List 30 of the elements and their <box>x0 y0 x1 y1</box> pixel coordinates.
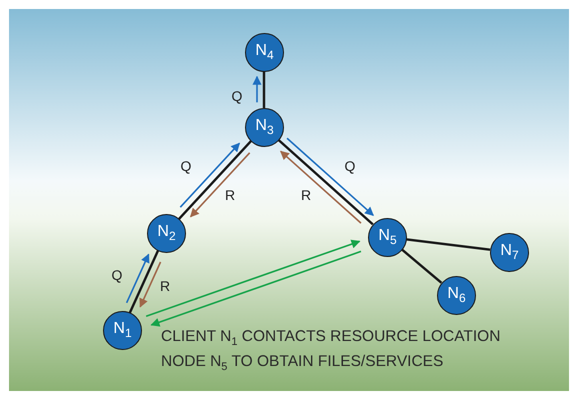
node-label: N$_{4}$ <box>255 43 274 62</box>
connector-line <box>128 250 160 314</box>
caption-text: CLIENT N$_{1}$ CONTACTS RESOURCE LOCATION NODE N$_{5}$ TO OBTAIN FILES/SERVICES <box>161 327 502 376</box>
arrow <box>286 138 374 216</box>
node-label: N$_{1}$ <box>113 321 132 340</box>
connector-line <box>178 140 252 220</box>
arrow <box>150 250 362 327</box>
edge-label: R <box>300 188 312 202</box>
arrow <box>252 76 262 102</box>
edge-label: Q <box>232 89 242 103</box>
arrow <box>180 142 240 208</box>
connector-line <box>277 138 374 226</box>
node-label: N$_{6}$ <box>447 286 466 305</box>
connector-line <box>406 238 490 251</box>
connector-line <box>262 71 266 108</box>
edge-label: Q <box>112 268 122 282</box>
node-label: N$_{3}$ <box>255 118 274 137</box>
edge-label: R <box>160 279 170 293</box>
arrow <box>146 240 360 317</box>
node-label: N$_{5}$ <box>378 228 397 247</box>
arrow <box>126 254 150 304</box>
arrow <box>139 262 162 308</box>
arrow <box>190 152 250 218</box>
edge-label: Q <box>344 159 356 173</box>
connector-line <box>400 248 442 284</box>
arrow <box>280 150 362 224</box>
edge-label: Q <box>180 159 192 173</box>
node-label: N$_{7}$ <box>500 243 519 262</box>
edge-label: R <box>224 188 236 202</box>
node-label: N$_{2}$ <box>157 224 176 243</box>
